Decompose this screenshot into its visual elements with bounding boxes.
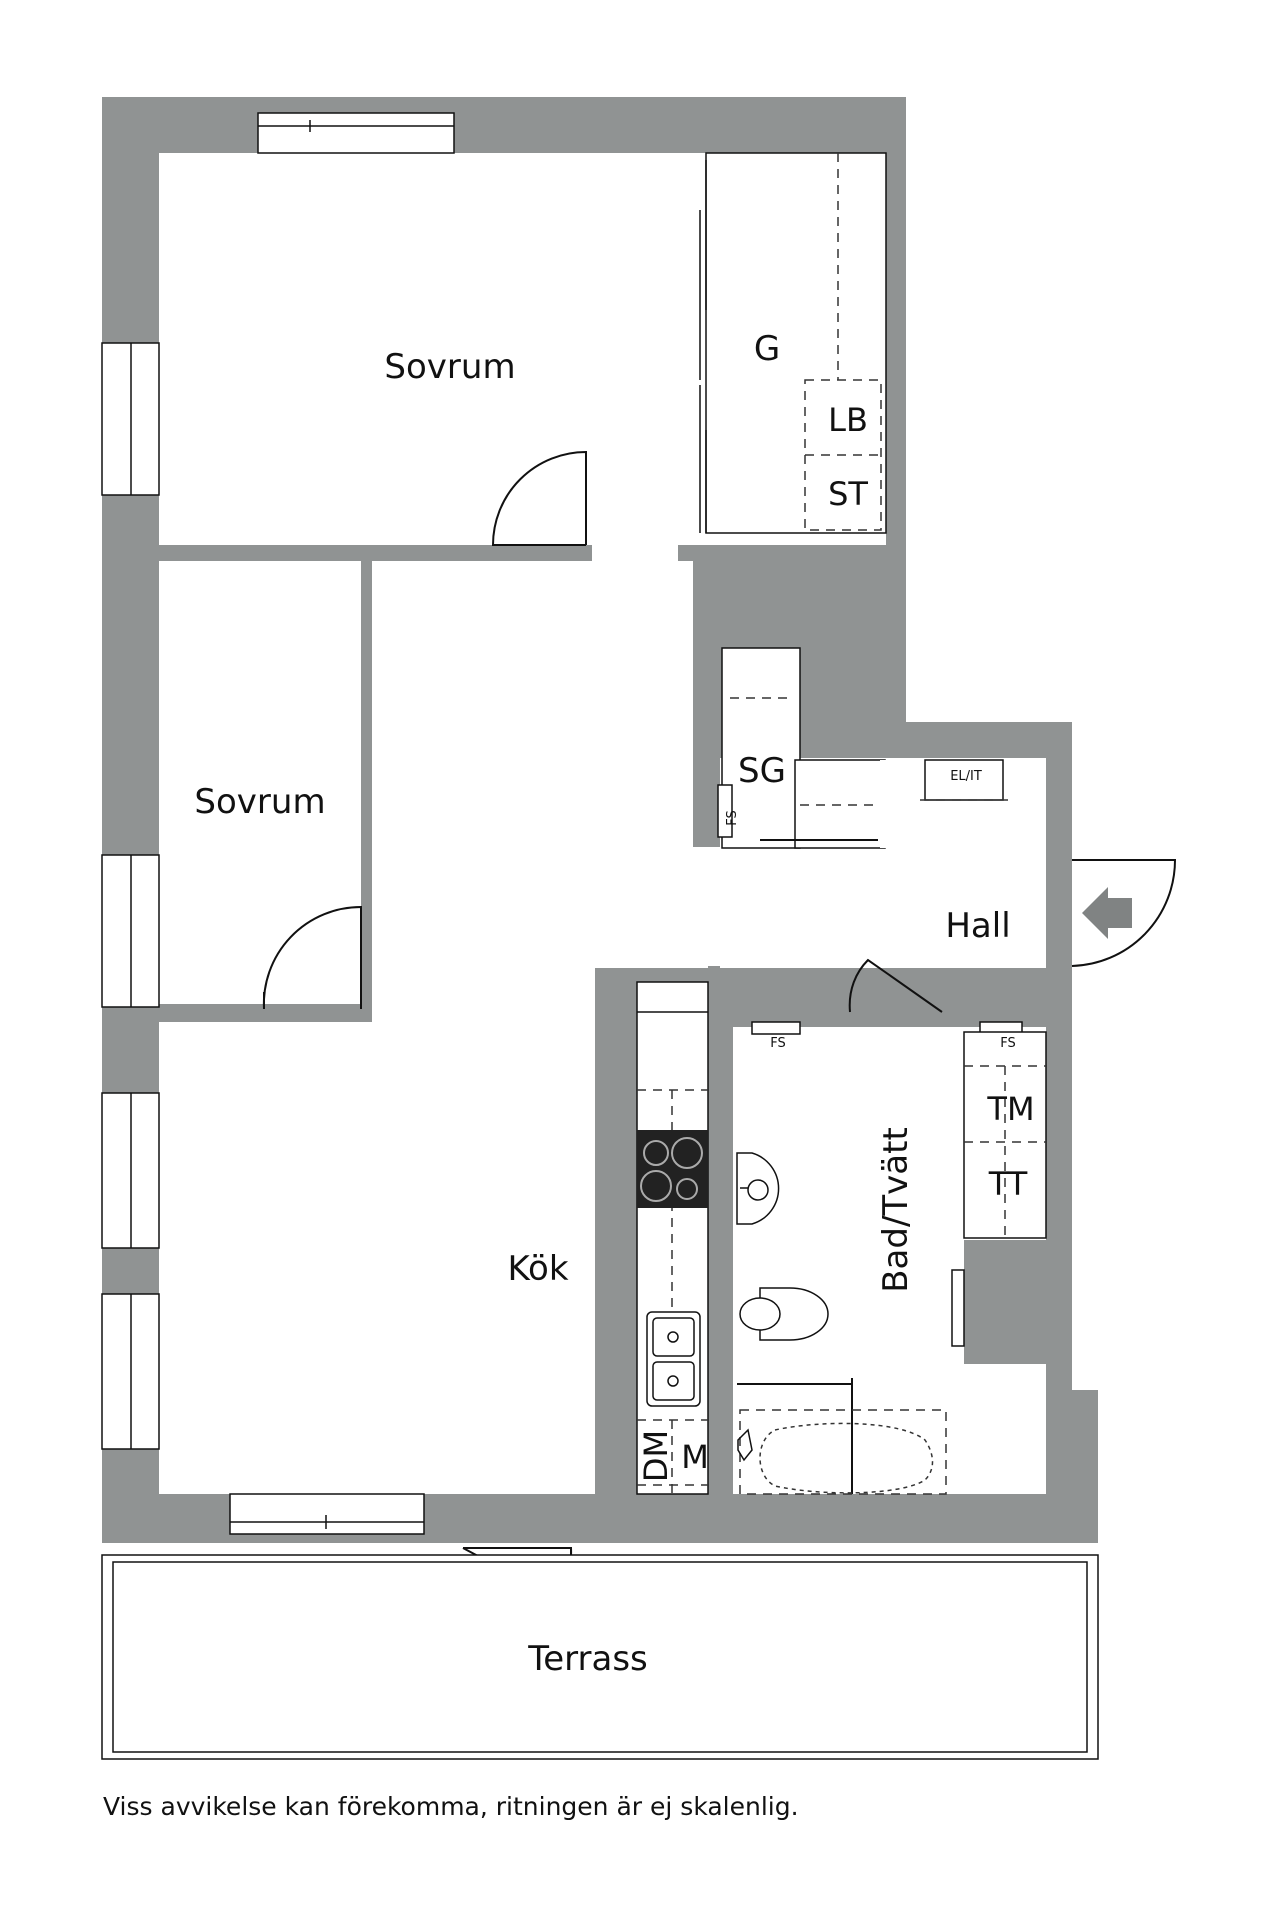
label-sg: SG xyxy=(738,751,786,791)
label-terrass: Terrass xyxy=(527,1639,648,1679)
label-kok: Kök xyxy=(507,1249,568,1289)
label-fs-bath-right: FS xyxy=(1000,1036,1016,1051)
entrance-arrow-icon xyxy=(1082,887,1132,939)
fs-bath-left xyxy=(751,1021,801,1035)
sink-icon xyxy=(646,1311,701,1407)
wardrobe-g-outline xyxy=(705,152,887,534)
window-top xyxy=(257,112,455,154)
label-el-it: EL/IT xyxy=(950,769,982,784)
kok-floor xyxy=(159,561,1046,1494)
wall-bedroom2-kitchen xyxy=(361,561,372,891)
wall-bedroom2-bottom xyxy=(159,1009,372,1022)
label-tt: TT xyxy=(988,1165,1028,1203)
door-bedroom-1 xyxy=(491,450,587,546)
el-it-cabinet xyxy=(924,759,1004,801)
disclaimer-text: Viss avvikelse kan förekomma, ritningen … xyxy=(103,1792,799,1821)
door-bathroom xyxy=(848,958,943,1013)
label-dm: DM xyxy=(637,1430,675,1482)
fs-sg xyxy=(717,784,733,838)
label-bad-tvatt: Bad/Tvätt xyxy=(876,1127,916,1293)
bathtub-outline xyxy=(739,1409,947,1495)
label-hall: Hall xyxy=(945,906,1010,946)
label-fs-bath-left: FS xyxy=(770,1036,786,1051)
label-sovrum-1: Sovrum xyxy=(384,347,515,387)
door-entrance xyxy=(1071,859,1177,967)
label-lb: LB xyxy=(828,401,868,439)
terrace-outline xyxy=(101,1554,1099,1760)
wall-kitchen-hall-stub xyxy=(595,968,708,982)
label-fs-sg: FS xyxy=(725,810,740,826)
label-st: ST xyxy=(828,475,868,513)
label-g: G xyxy=(754,329,780,369)
label-sovrum-2: Sovrum xyxy=(194,782,325,822)
wall-bedroom-divider xyxy=(159,545,669,561)
toilet-icon xyxy=(759,1287,829,1341)
window-bottom xyxy=(229,1493,425,1535)
bath-inner-wall xyxy=(964,1240,1046,1364)
wall-kitchen-bath xyxy=(708,982,733,1494)
radiator-icon xyxy=(951,1269,965,1347)
label-tm: TM xyxy=(986,1090,1034,1128)
sovrum-2-floor xyxy=(159,561,361,1004)
door-bedroom-2 xyxy=(262,905,362,1010)
tap-icon xyxy=(737,1428,753,1462)
label-m: M xyxy=(681,1438,709,1476)
washbasin-icon xyxy=(736,1152,780,1225)
storage-sg-outline xyxy=(721,647,801,849)
